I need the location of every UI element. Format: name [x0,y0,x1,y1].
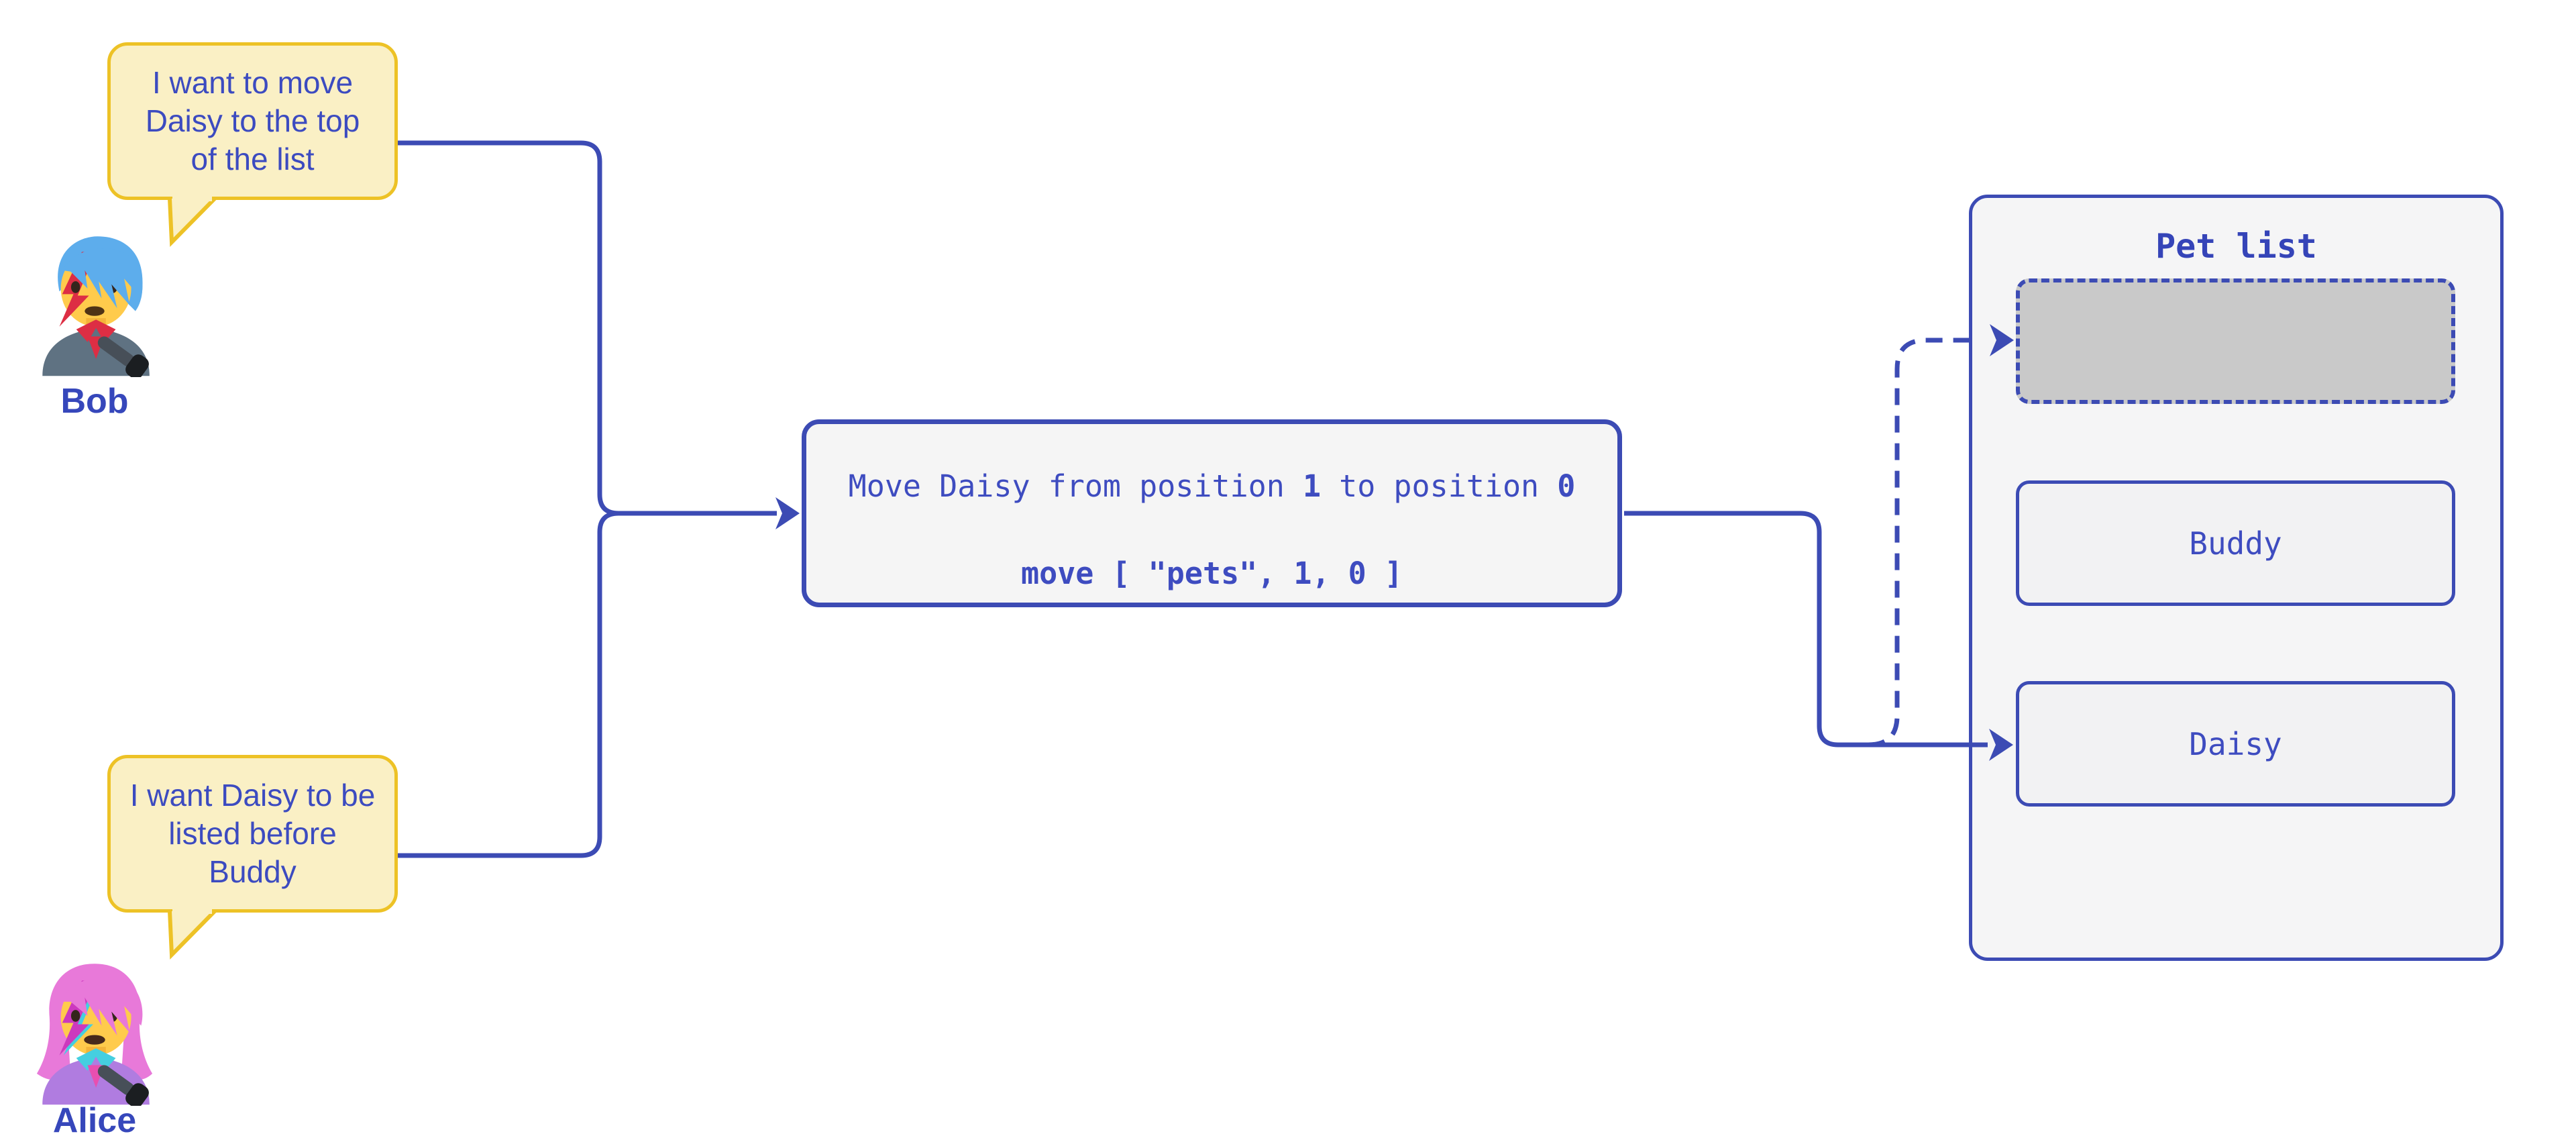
buddy-item-label: Buddy [2189,525,2282,562]
operation-arrowhead-icon [775,497,800,529]
bob-bubble-tail [168,195,217,247]
reorder-dashed-line [1868,338,1972,748]
operation-to-daisy-line [1624,511,1988,748]
pet-list-drop-placeholder [2016,278,2455,404]
pet-list-title: Pet list [2155,227,2317,266]
operation-code: move [ "pets", 1, 0 ] [1021,556,1403,591]
to-index-value: 0 [1557,468,1576,504]
alice-connector-line [398,511,777,858]
alice-bubble-tail [168,908,217,960]
daisy-item-label: Daisy [2189,725,2282,762]
alice-name-label: Alice [52,1101,137,1134]
alice-speech-bubble: I want Daisy to be listed before Buddy [107,755,398,913]
man-singer-icon [42,236,150,377]
from-index-value: 1 [1302,468,1322,504]
bob-speech-text: I want to move Daisy to the top of the l… [145,65,360,176]
woman-singer-icon [36,964,153,1106]
bob-speech-bubble: I want to move Daisy to the top of the l… [107,42,398,200]
operation-box: Move Daisy from position 1 to position 0… [802,419,1622,607]
alice-speech-text: I want Daisy to be listed before Buddy [129,778,376,889]
pet-list-item-daisy: Daisy [2016,681,2455,807]
operation-description: Move Daisy from position 1 to position 0 [848,468,1576,504]
bob-name-label: Bob [60,382,129,421]
bob-connector-line [398,140,777,516]
pet-list-item-buddy: Buddy [2016,480,2455,606]
